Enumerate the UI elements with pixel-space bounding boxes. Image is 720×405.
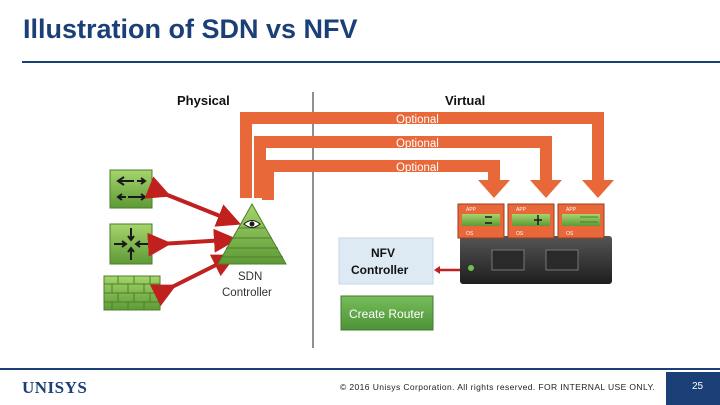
switch-arrows-icon bbox=[109, 169, 153, 209]
physical-heading: Physical bbox=[177, 93, 230, 108]
create-router-button-label[interactable]: Create Router bbox=[349, 307, 424, 321]
router-arrows-icon bbox=[109, 223, 153, 265]
optional-arrow-1 bbox=[240, 112, 614, 198]
vm-3-os-label: OS bbox=[566, 231, 574, 237]
firewall-brick-icon bbox=[103, 275, 161, 311]
nfv-controller-label-line1: NFV bbox=[371, 246, 395, 260]
vm-1-os-label: OS bbox=[466, 231, 474, 237]
optional-label-1: Optional bbox=[396, 114, 439, 126]
vm-2-os-label: OS bbox=[516, 231, 524, 237]
server-icon bbox=[460, 236, 612, 284]
page-number-box: 25 bbox=[666, 372, 720, 405]
optional-arrow-2 bbox=[254, 136, 562, 198]
virtual-heading: Virtual bbox=[445, 93, 485, 108]
copyright-text: © 2016 Unisys Corporation. All rights re… bbox=[340, 382, 656, 392]
nfv-controller-label-line2: Controller bbox=[351, 263, 409, 277]
page-title: Illustration of SDN vs NFV bbox=[23, 14, 358, 44]
sdn-pyramid-icon bbox=[217, 202, 287, 265]
title-divider bbox=[22, 61, 720, 63]
vm-2-app-label: APP bbox=[516, 207, 527, 213]
page-number: 25 bbox=[692, 381, 704, 392]
create-router-button[interactable]: Create Router bbox=[340, 295, 434, 331]
unisys-logo: UNISYS bbox=[22, 378, 88, 397]
optional-label-3: Optional bbox=[396, 162, 439, 174]
vm-3: APP OS bbox=[557, 203, 605, 239]
sdn-controller-label-line2: Controller bbox=[222, 287, 272, 299]
vm-3-app-label: APP bbox=[566, 207, 577, 213]
optional-arrow-3 bbox=[262, 160, 510, 200]
vm-2: APP OS bbox=[507, 203, 555, 239]
optional-label-2: Optional bbox=[396, 138, 439, 150]
device-controller-links bbox=[144, 176, 242, 307]
nfv-controller-box: NFV Controller bbox=[338, 237, 434, 285]
vm-1: APP OS bbox=[457, 203, 505, 239]
sdn-controller-label-line1: SDN bbox=[238, 271, 262, 283]
footer-divider bbox=[0, 368, 720, 370]
vm-1-app-label: APP bbox=[466, 207, 477, 213]
